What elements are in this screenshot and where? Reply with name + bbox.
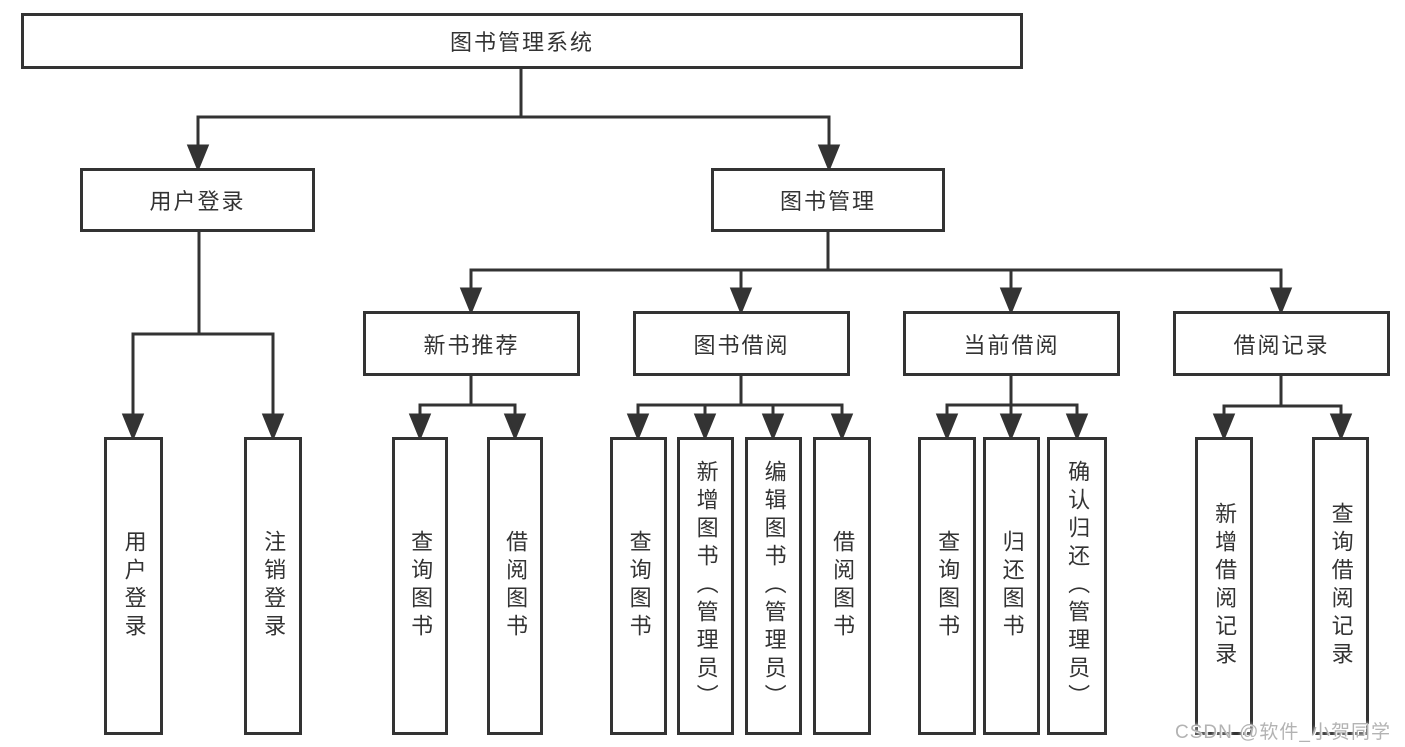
leaf-label: 借阅图书 (503, 530, 529, 642)
node-book-management: 图书管理 (711, 168, 945, 232)
leaf-user-login: 用户登录 (104, 437, 163, 735)
node-label: 借阅记录 (1233, 332, 1330, 358)
leaf-query-books-1: 查询图书 (392, 437, 448, 735)
leaf-label: 查询借阅记录 (1328, 502, 1354, 670)
leaf-label: 查询图书 (626, 530, 652, 642)
node-library-management-system: 图书管理系统 (21, 13, 1023, 69)
leaf-borrow-books-2: 借阅图书 (813, 437, 871, 735)
node-user-login: 用户登录 (80, 168, 315, 232)
leaf-label: 查询图书 (408, 530, 434, 642)
leaf-logout: 注销登录 (244, 437, 302, 735)
leaf-add-books-admin: 新增图书（管理员） (677, 437, 734, 735)
leaf-label: 新增图书（管理员） (693, 460, 719, 712)
leaf-edit-books-admin: 编辑图书（管理员） (745, 437, 802, 735)
leaf-confirm-return-admin: 确认归还（管理员） (1047, 437, 1107, 735)
leaf-label: 查询图书 (935, 530, 961, 642)
leaf-label: 用户登录 (121, 530, 147, 642)
leaf-label: 借阅图书 (830, 530, 856, 642)
node-label: 图书借阅 (693, 332, 790, 358)
node-label: 当前借阅 (963, 332, 1060, 358)
leaf-label: 新增借阅记录 (1212, 502, 1238, 670)
leaf-borrow-books-1: 借阅图书 (487, 437, 543, 735)
node-label: 用户登录 (149, 189, 246, 214)
node-label: 新书推荐 (423, 332, 520, 358)
leaf-return-books: 归还图书 (983, 437, 1040, 735)
leaf-query-books-3: 查询图书 (918, 437, 976, 735)
node-label: 图书管理 (779, 189, 876, 214)
node-label: 图书管理系统 (449, 30, 594, 55)
node-book-borrowing: 图书借阅 (633, 311, 850, 376)
node-new-book-recommendation: 新书推荐 (363, 311, 580, 376)
csdn-watermark: CSDN @软件_小贺同学 (1175, 722, 1391, 743)
node-borrowing-records: 借阅记录 (1173, 311, 1390, 376)
leaf-query-borrow-record: 查询借阅记录 (1312, 437, 1369, 735)
leaf-label: 注销登录 (261, 530, 287, 642)
leaf-label: 确认归还（管理员） (1065, 460, 1091, 712)
leaf-query-books-2: 查询图书 (610, 437, 667, 735)
leaf-label: 编辑图书（管理员） (761, 460, 787, 712)
leaf-label: 归还图书 (999, 530, 1025, 642)
leaf-add-borrow-record: 新增借阅记录 (1195, 437, 1253, 735)
node-current-borrowing: 当前借阅 (903, 311, 1120, 376)
